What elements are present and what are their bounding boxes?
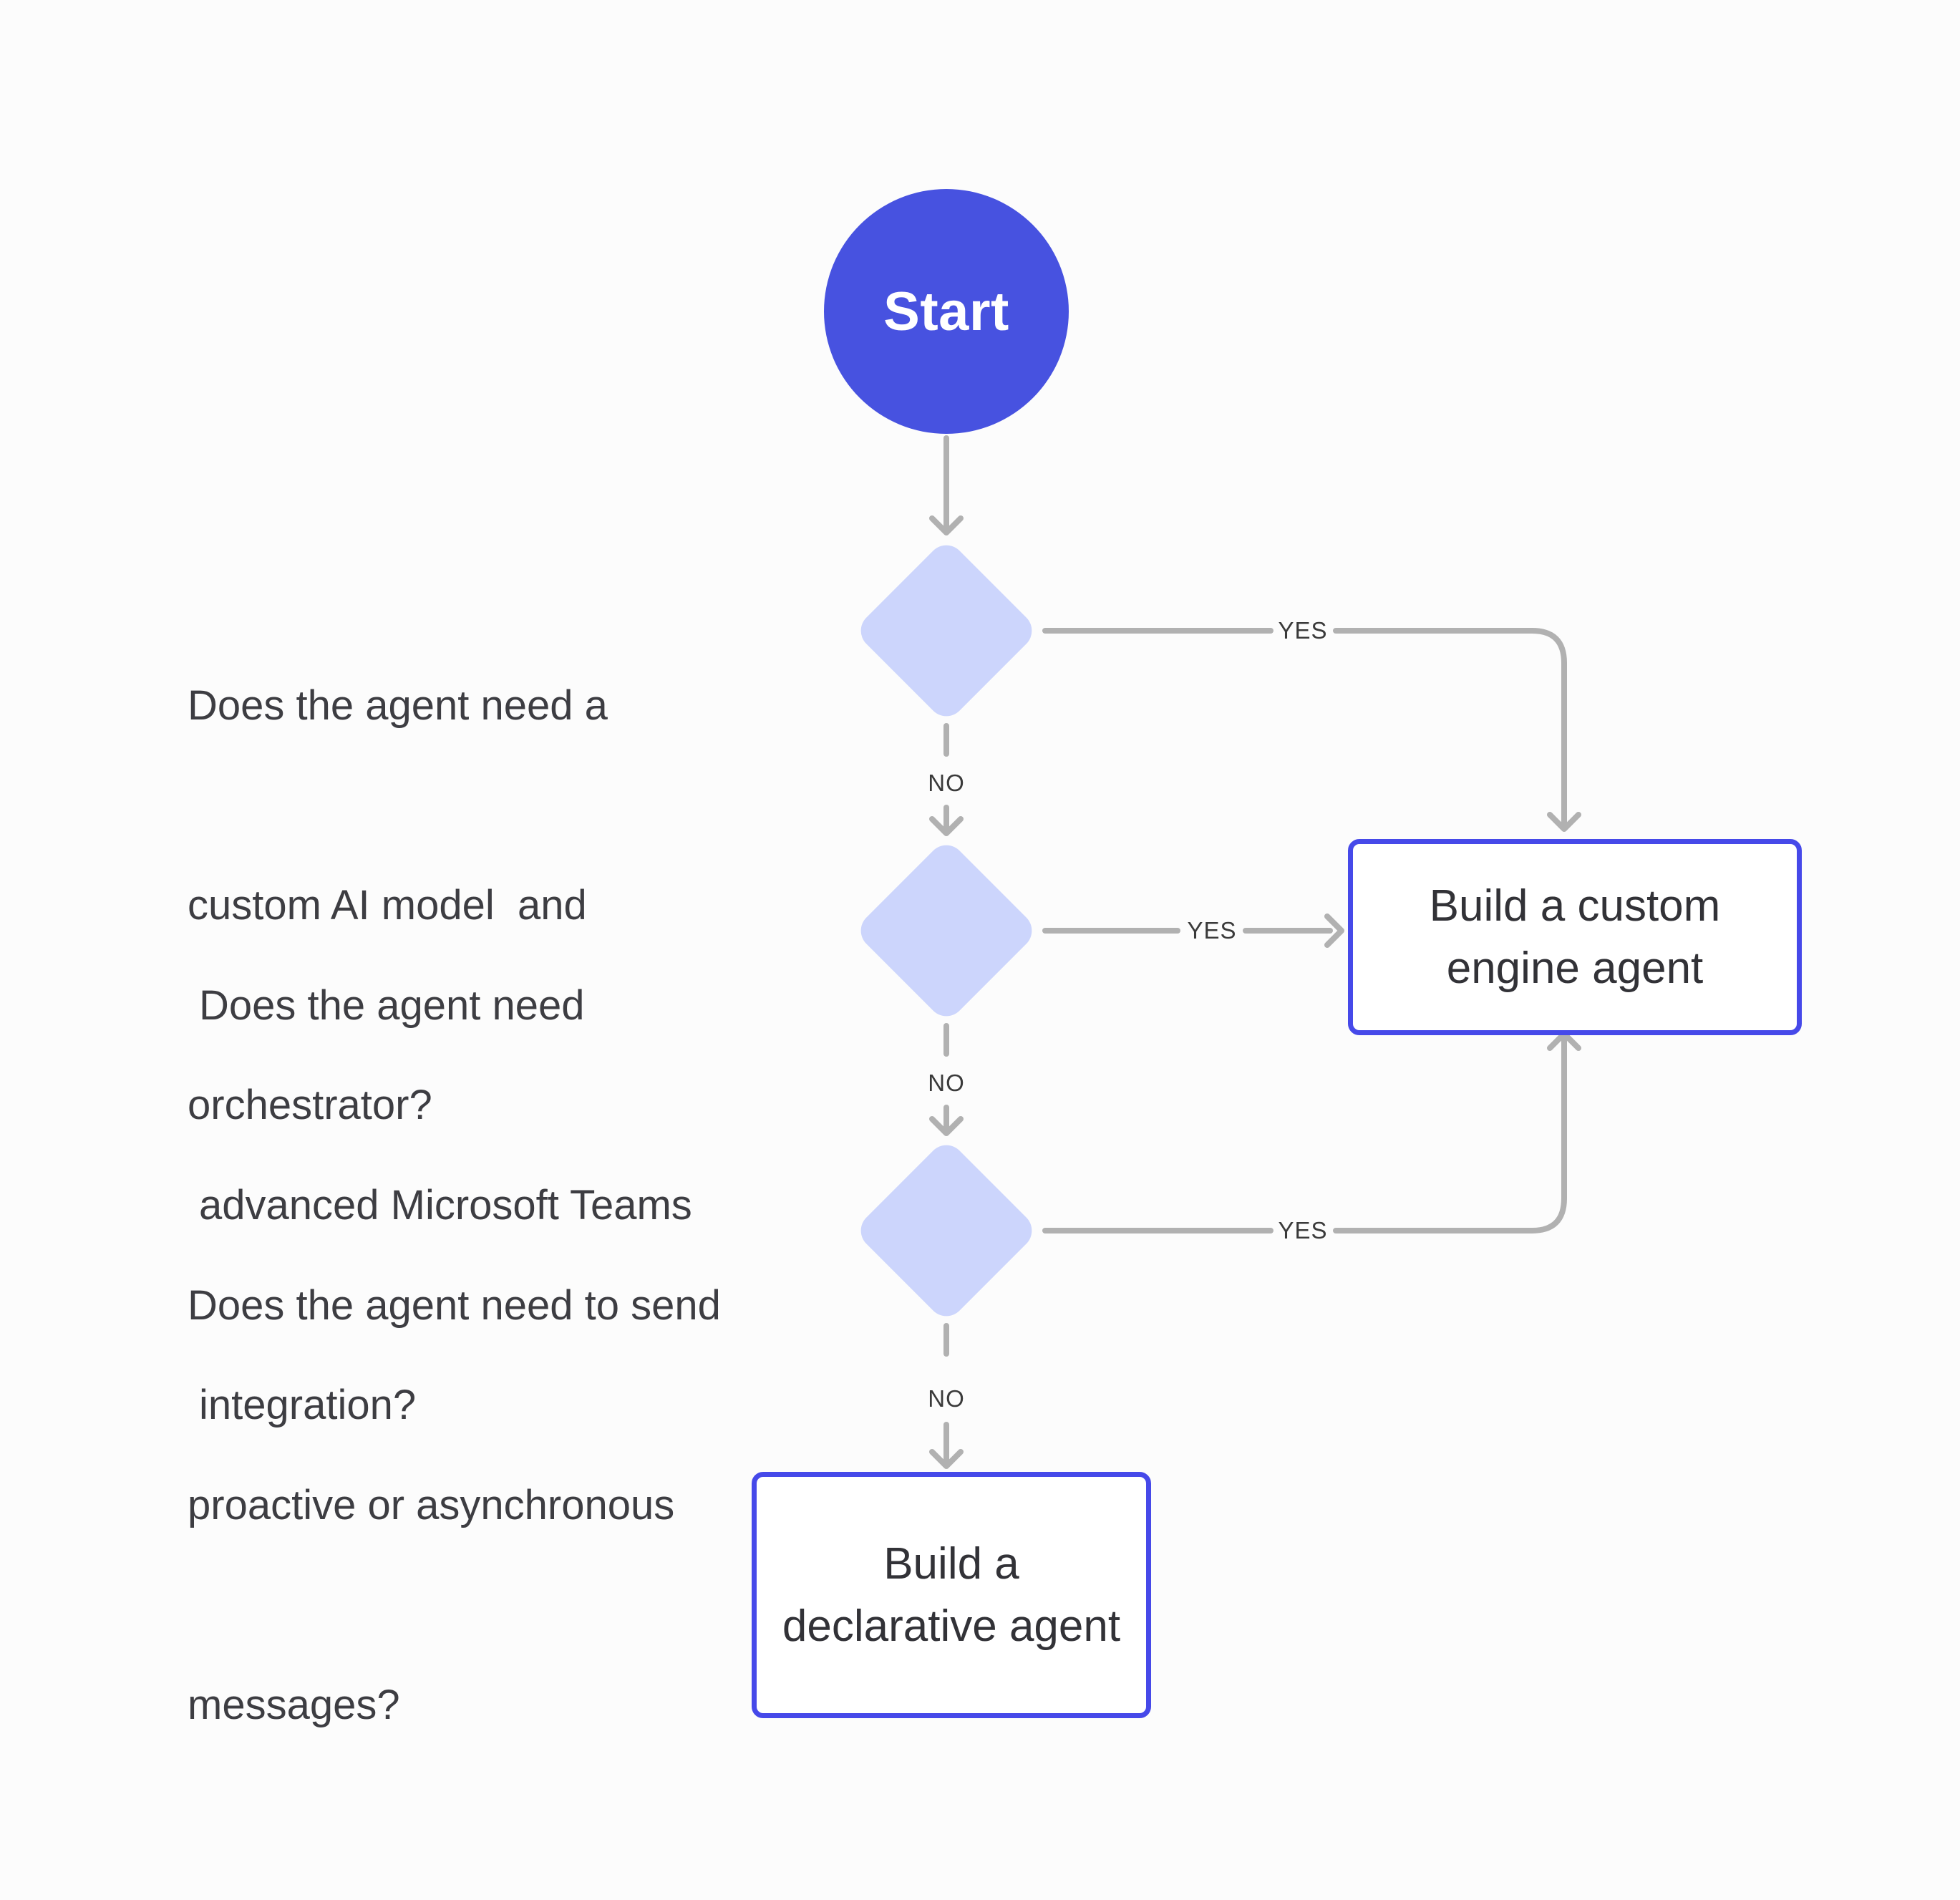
question-line: proactive or asynchronous — [188, 1482, 675, 1528]
start-node: Start — [824, 189, 1069, 434]
question-line: advanced Microsoft Teams — [199, 1182, 692, 1228]
outcome-box-declarative-agent: Build a declarative agent — [752, 1472, 1151, 1718]
outcome-line: engine agent — [1446, 944, 1704, 993]
question-text-3: Does the agent need to send proactive or… — [188, 1139, 721, 1871]
no-label-2: NO — [928, 1070, 965, 1096]
arrowhead-down-start — [929, 515, 964, 535]
arrowhead-down-yes1 — [1547, 812, 1581, 832]
outcome-box-custom-engine-agent: Build a custom engine agent — [1348, 839, 1802, 1035]
arrowhead-down-d2 — [929, 1116, 964, 1136]
arrowhead-right-yes2 — [1324, 913, 1344, 948]
start-label: Start — [883, 281, 1009, 342]
outcome-line: Build a custom — [1429, 881, 1721, 931]
question-text-1: Does the agent need a custom AI model an… — [188, 539, 608, 1271]
arrowhead-down-d3 — [929, 1449, 964, 1469]
question-line: orchestrator? — [188, 1082, 432, 1128]
outcome-line: declarative agent — [782, 1601, 1121, 1651]
question-line: Does the agent need to send — [188, 1282, 721, 1329]
yes-label-2: YES — [1187, 917, 1237, 944]
outcome-line: Build a — [883, 1539, 1019, 1589]
yes-label-3: YES — [1278, 1217, 1328, 1244]
question-line: custom AI model and — [188, 882, 587, 929]
no-label-1: NO — [928, 770, 965, 796]
connector-d1-yes-right — [1333, 628, 1567, 826]
question-line: Does the agent need — [199, 982, 585, 1029]
question-line: messages? — [188, 1682, 400, 1728]
question-text-2: Does the agent need advanced Microsoft T… — [199, 839, 692, 1571]
no-label-3: NO — [928, 1385, 965, 1412]
question-line: integration? — [199, 1382, 417, 1428]
question-line: Does the agent need a — [188, 682, 608, 729]
yes-label-1: YES — [1278, 617, 1328, 644]
connector-d3-yes-right — [1333, 1037, 1567, 1233]
arrowhead-down-d1 — [929, 816, 964, 836]
